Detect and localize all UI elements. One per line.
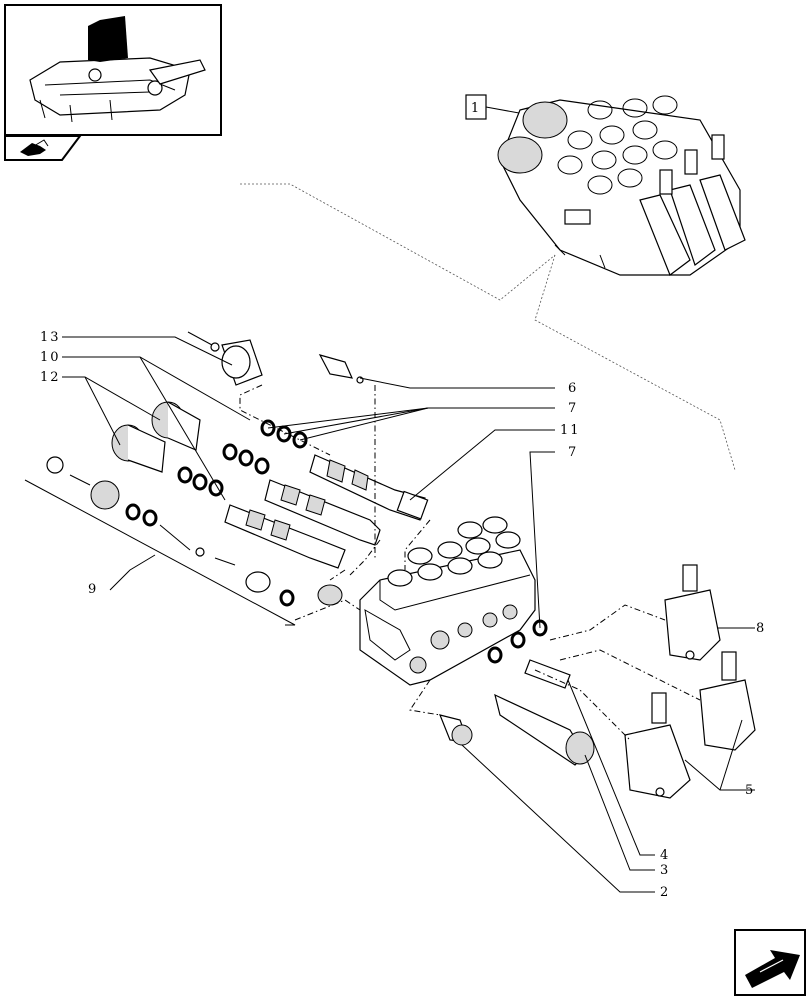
callout-6: 6 (568, 381, 578, 396)
callout-7-lower: 7 (568, 445, 578, 460)
plug-lower (317, 584, 343, 606)
fitting-4 (524, 659, 571, 689)
callout-8: 8 (756, 621, 766, 636)
detent-12-a (151, 401, 201, 451)
callout-3: 3 (660, 863, 670, 878)
callout-11: 11 (560, 423, 581, 438)
book-arrow-icon[interactable] (4, 135, 82, 161)
callout-leaders (24, 336, 755, 893)
callout-4: 4 (660, 848, 670, 863)
spool-lower (224, 504, 346, 569)
plug-2 (439, 714, 473, 746)
spool-middle (264, 479, 381, 546)
lever-housing-5-a (699, 651, 756, 751)
spool-top (309, 454, 429, 521)
callout-7-upper: 7 (568, 401, 578, 416)
relief-assembly-9 (46, 456, 271, 593)
callout-13: 13 (40, 330, 61, 345)
callout-2: 2 (660, 885, 670, 900)
next-arrow-icon[interactable] (734, 929, 806, 996)
lever-housing-8 (664, 564, 721, 661)
callout-9: 9 (88, 582, 98, 597)
tractor-rear-housing-thumbnail-icon (29, 16, 206, 123)
detent-12-b (111, 424, 166, 473)
spool-3 (494, 693, 595, 766)
assembly-label: 1 (471, 101, 481, 116)
lever-housing-5-b (624, 692, 691, 799)
callout-labels: 13 10 12 6 7 11 7 9 8 5 4 3 2 (40, 330, 766, 900)
relief-valve-6 (318, 354, 364, 384)
thumbnail-panel[interactable] (4, 4, 222, 136)
valve-body (359, 516, 536, 686)
o-rings (125, 419, 548, 664)
callout-10: 10 (40, 350, 61, 365)
callout-12: 12 (40, 370, 61, 385)
assembled-control-valve: 1 (465, 94, 746, 276)
callout-5: 5 (745, 783, 755, 798)
cap-13 (187, 331, 263, 386)
